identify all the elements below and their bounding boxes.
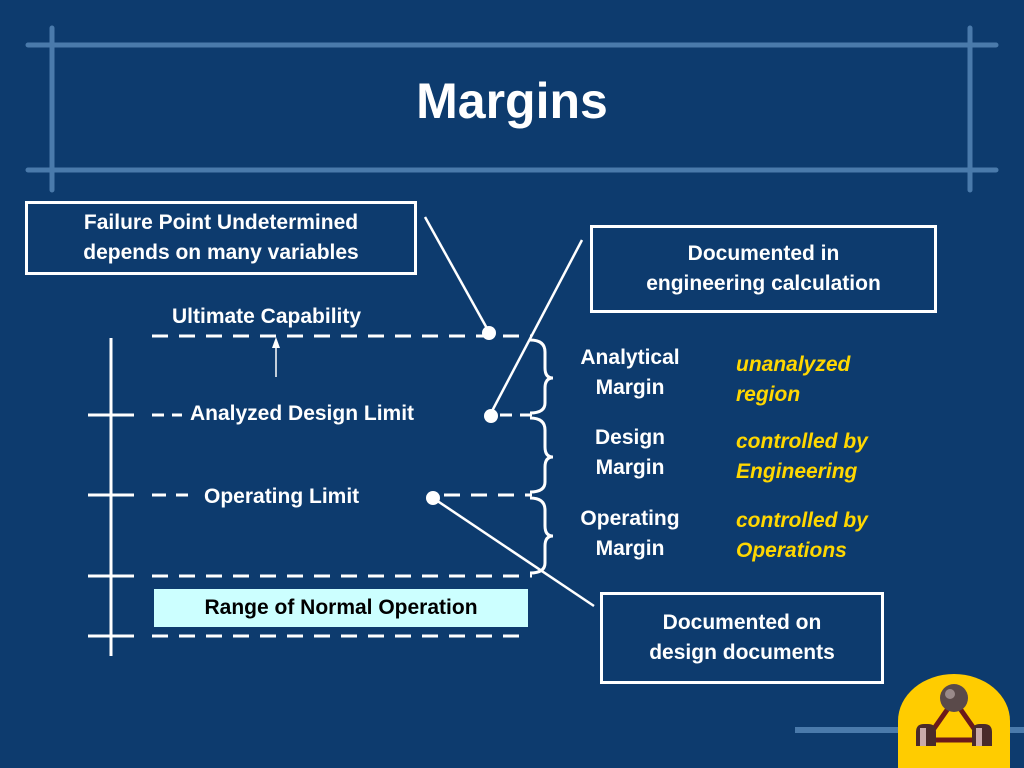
- brace-operating: [529, 496, 554, 575]
- normal-range-label: Range of Normal Operation: [204, 596, 478, 619]
- page-title: Margins: [416, 73, 608, 129]
- ultimate-capability-label: Ultimate Capability: [172, 305, 362, 328]
- operating-limit-label: Operating Limit: [204, 485, 360, 508]
- failure-point-line2: depends on many variables: [83, 241, 359, 264]
- brace-analytical: [529, 338, 554, 415]
- normal-range-box: Range of Normal Operation: [154, 589, 528, 627]
- failure-point-line1: Failure Point Undetermined: [83, 211, 359, 234]
- operating-line1: Operating: [580, 507, 680, 530]
- note-engineering-line1: controlled by: [736, 430, 868, 453]
- up-arrowhead: [272, 337, 280, 348]
- note-engineering-line2: Engineering: [736, 460, 858, 483]
- callout-design-dot: [426, 491, 440, 505]
- note-unanalyzed: unanalyzed region: [736, 350, 850, 410]
- note-operations-line2: Operations: [736, 539, 847, 562]
- operating-line2: Margin: [595, 537, 665, 560]
- callout-failure-dot: [482, 326, 496, 340]
- org-logo-icon: [898, 674, 1010, 768]
- design-docs-line1: Documented on: [662, 611, 822, 634]
- design-docs-line2: design documents: [649, 641, 835, 664]
- margin-label-operating: Operating Margin: [560, 504, 700, 564]
- engineering-calc-line1: Documented in: [687, 242, 840, 265]
- failure-point-box: Failure Point Undetermined depends on ma…: [25, 201, 417, 275]
- analytical-line1: Analytical: [580, 346, 680, 369]
- design-line2: Margin: [595, 456, 665, 479]
- note-unanalyzed-line1: unanalyzed: [736, 353, 851, 376]
- analytical-line2: Margin: [595, 376, 665, 399]
- design-line1: Design: [594, 426, 665, 449]
- callout-calc-dot: [484, 409, 498, 423]
- note-unanalyzed-line2: region: [736, 383, 801, 406]
- engineering-calc-box: Documented in engineering calculation: [590, 225, 937, 313]
- brace-design: [529, 416, 554, 494]
- margin-label-analytical: Analytical Margin: [560, 343, 700, 403]
- callout-failure-line: [423, 216, 491, 333]
- analyzed-design-limit-label: Analyzed Design Limit: [190, 402, 415, 425]
- callout-design-line: [432, 496, 595, 608]
- note-operations-line1: controlled by: [736, 509, 868, 532]
- note-engineering: controlled by Engineering: [736, 427, 868, 487]
- design-docs-box: Documented on design documents: [600, 592, 884, 684]
- margin-label-design: Design Margin: [560, 423, 700, 483]
- note-operations: controlled by Operations: [736, 506, 868, 566]
- engineering-calc-line2: engineering calculation: [646, 272, 881, 295]
- callout-calc-line: [489, 239, 584, 414]
